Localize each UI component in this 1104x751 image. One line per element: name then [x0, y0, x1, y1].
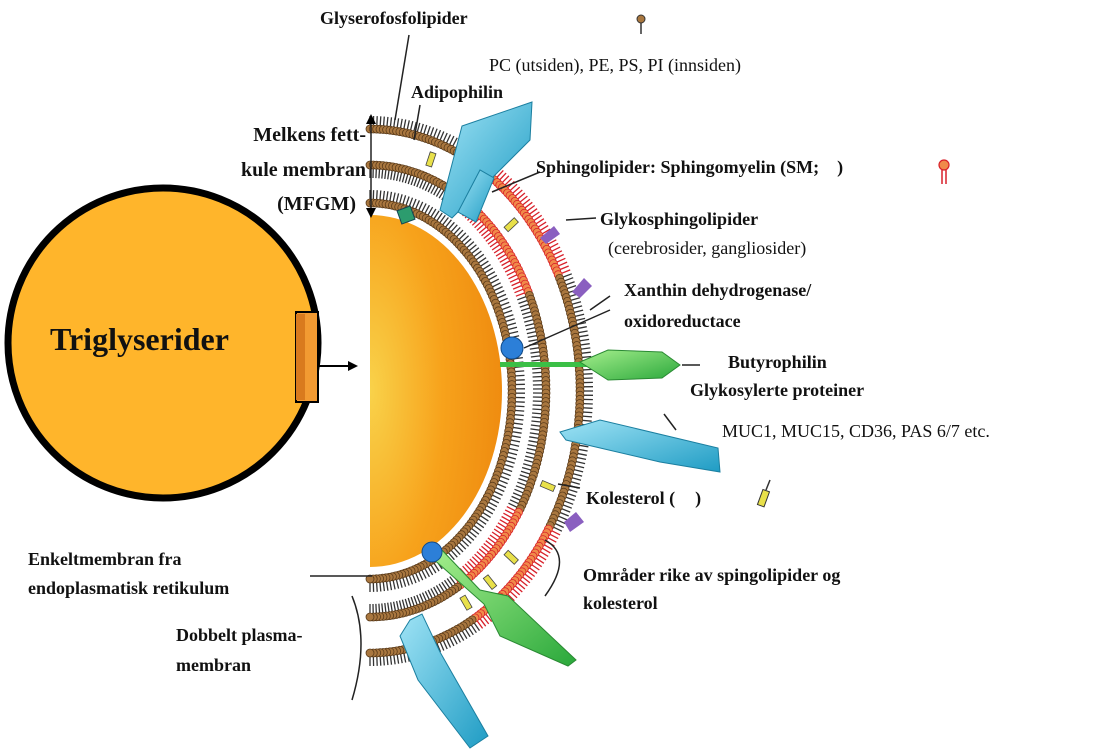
label-xanthine-2: oxidoreductace: [624, 311, 741, 332]
xanthine-protein: [501, 337, 523, 359]
glycerophospholipid-icon: [637, 15, 645, 34]
label-adipophilin: Adipophilin: [411, 82, 503, 103]
label-mfgm-1: Melkens fett-: [160, 123, 366, 148]
label-glycoproteins: Glykosylerte proteiner: [690, 380, 864, 401]
label-rafts-1: Områder rike av spingolipider og: [583, 565, 840, 586]
cholesterol-rod: [426, 152, 436, 167]
label-glycerophospholipids: Glyserofosfolipider: [320, 8, 468, 29]
cholesterol-text: Kolesterol (: [586, 488, 675, 508]
label-triglycerides: Triglyserider: [50, 320, 229, 358]
triglyceride-core: [370, 215, 502, 567]
label-glycerophospholipids-detail: PC (utsiden), PE, PS, PI (innsiden): [489, 55, 741, 76]
label-glycosphingolipids: Glykosphingolipider: [600, 209, 758, 230]
cholesterol-close: ): [695, 488, 701, 508]
label-plasma-2: membran: [176, 655, 251, 676]
label-glycoproteins-detail: MUC1, MUC15, CD36, PAS 6/7 etc.: [722, 421, 990, 442]
cholesterol-rod: [483, 575, 496, 590]
cholesterol-rod: [540, 481, 555, 492]
butyrophilin-protein: [500, 350, 680, 380]
cholesterol-rod: [460, 595, 472, 610]
cholesterol-icon: [757, 480, 770, 507]
zoom-arrow-head: [348, 361, 358, 371]
label-xanthine-1: Xanthin dehydrogenase/: [624, 280, 811, 301]
zoom-box-fill: [296, 314, 305, 400]
label-er-membrane-2: endoplasmatisk retikulum: [28, 578, 229, 599]
protein-lower-green: [430, 548, 576, 666]
sphingomyelin-icon: [939, 160, 949, 184]
cholesterol-rod: [504, 218, 518, 232]
label-sphingolipids: Sphingolipider: Sphingomyelin (SM;): [536, 157, 843, 178]
label-mfgm-2: kule membran: [160, 158, 366, 183]
sphingolipids-text: Sphingolipider: Sphingomyelin (SM;: [536, 157, 819, 177]
label-plasma-1: Dobbelt plasma-: [176, 625, 303, 646]
label-glycosphingolipids-detail: (cerebrosider, gangliosider): [608, 238, 806, 259]
label-cholesterol: Kolesterol (): [586, 488, 701, 509]
cholesterol-rod: [504, 550, 518, 564]
label-er-membrane-1: Enkeltmembran fra: [28, 549, 181, 570]
sphingolipids-close: ): [837, 157, 843, 177]
xanthine-protein-lower: [422, 542, 442, 562]
label-rafts-2: kolesterol: [583, 593, 658, 614]
label-mfgm-3: (MFGM): [160, 192, 356, 217]
label-butyrophilin: Butyrophilin: [728, 352, 827, 373]
